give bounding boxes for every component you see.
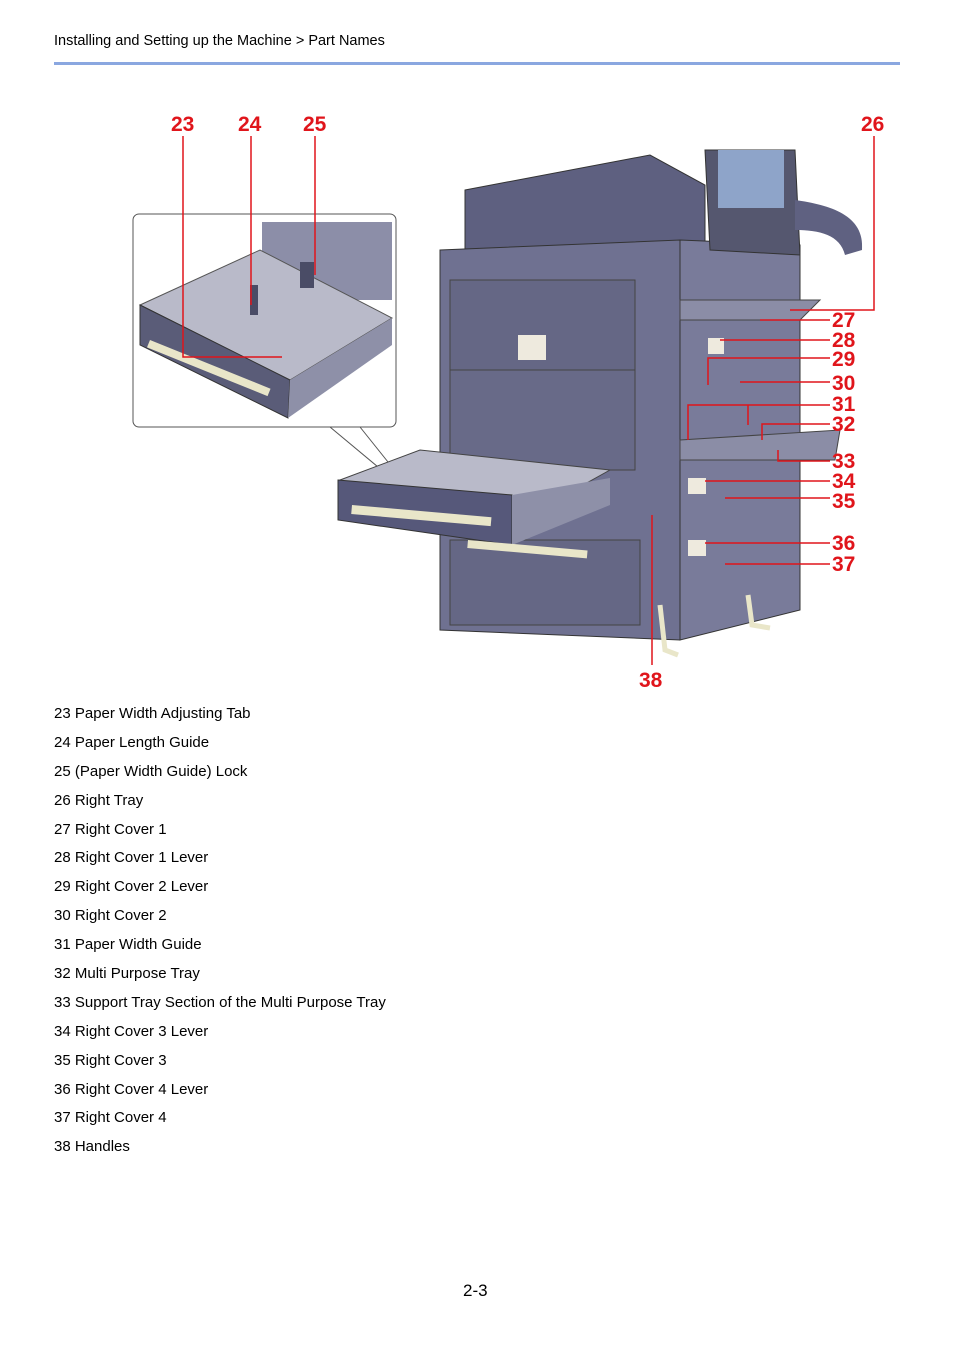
legend-item: 36 Right Cover 4 Lever (54, 1080, 209, 1098)
header-rule (54, 62, 900, 65)
legend-item: 32 Multi Purpose Tray (54, 965, 200, 983)
legend-item: 28 Right Cover 1 Lever (54, 849, 209, 867)
callout-26: 26 (861, 113, 884, 136)
legend-item: 33 Support Tray Section of the Multi Pur… (54, 993, 386, 1011)
callout-30: 30 (832, 372, 855, 395)
legend-item: 34 Right Cover 3 Lever (54, 1022, 209, 1040)
callout-36: 36 (832, 532, 855, 555)
legend-item: 30 Right Cover 2 (54, 907, 167, 925)
part-names-legend: 23 Paper Width Adjusting Tab 24 Paper Le… (54, 704, 386, 1166)
pulled-out-cassette (337, 449, 612, 559)
callout-32: 32 (832, 413, 855, 436)
legend-item: 23 Paper Width Adjusting Tab (54, 705, 251, 722)
callout-38: 38 (639, 669, 663, 692)
legend-item: 24 Paper Length Guide (54, 733, 210, 751)
callout-31: 31 (832, 393, 856, 416)
callout-34: 34 (832, 470, 856, 493)
leader-lines (182, 136, 875, 665)
callout-33: 33 (832, 450, 855, 473)
legend-item: 31 Paper Width Guide (54, 936, 202, 954)
breadcrumb: Installing and Setting up the Machine > … (54, 33, 385, 49)
legend-item: 35 Right Cover 3 (54, 1051, 167, 1069)
legend-item: 27 Right Cover 1 (54, 820, 167, 838)
page-number: 2-3 (463, 1281, 488, 1300)
legend-item: 29 Right Cover 2 Lever (54, 878, 209, 896)
callout-37: 37 (832, 553, 855, 576)
callout-35: 35 (832, 490, 856, 513)
legend-item: 25 (Paper Width Guide) Lock (54, 762, 248, 780)
callout-24: 24 (238, 113, 262, 136)
legend-item: 37 Right Cover 4 (54, 1109, 167, 1127)
machine-part-names-illustration: 23 24 25 26 27 28 29 30 31 32 33 34 35 3… (132, 113, 884, 692)
machine-body (439, 149, 863, 658)
cassette-inset (132, 213, 397, 428)
legend-item: 38 Handles (54, 1138, 130, 1156)
callout-25: 25 (303, 113, 327, 136)
callout-28: 28 (832, 329, 856, 352)
legend-item: 26 Right Tray (54, 791, 144, 809)
callout-27: 27 (832, 309, 855, 332)
callout-23: 23 (171, 113, 194, 136)
callout-29: 29 (832, 348, 855, 371)
